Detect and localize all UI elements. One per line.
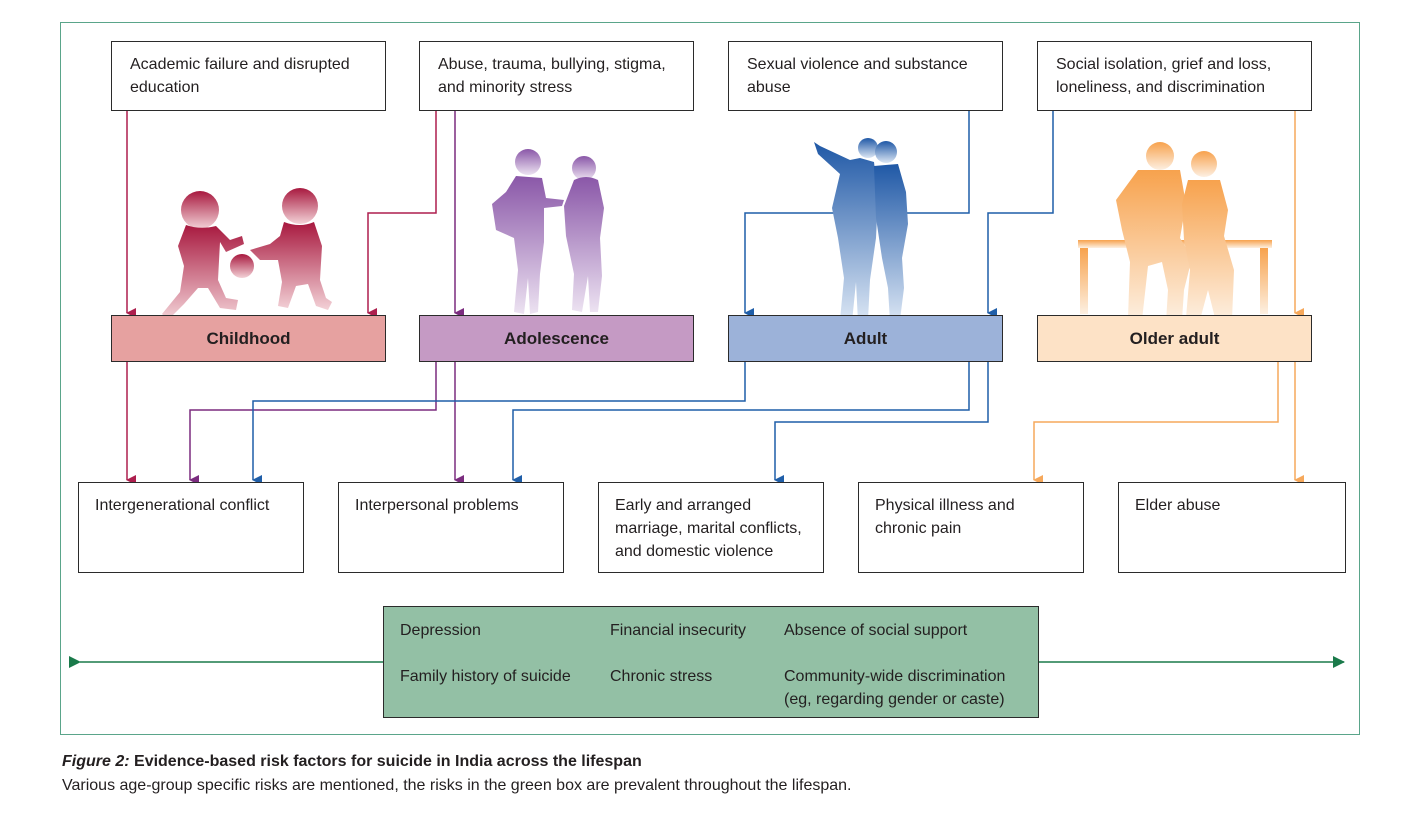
risk-text-childhood: Academic failure and disrupted education	[130, 56, 350, 96]
stage-adolescence: Adolescence	[419, 315, 694, 362]
caption-title: Evidence-based risk factors for suicide …	[134, 753, 642, 770]
lifespan-risk-family-history: Family history of suicide	[400, 668, 571, 685]
caption-text: Various age-group specific risks are men…	[62, 777, 852, 794]
lifespan-risk-discrimination-detail: (eg, regarding gender or caste)	[784, 691, 1005, 708]
children-playing-illustration	[162, 188, 332, 320]
figure-frame	[60, 22, 1360, 735]
lifespan-risk-discrimination: Community-wide discrimination	[784, 668, 1006, 685]
risk-box-childhood: Academic failure and disrupted education	[111, 41, 386, 111]
outcome-intergenerational-conflict: Intergenerational conflict	[78, 482, 304, 573]
risk-box-adolescence: Abuse, trauma, bullying, stigma, and min…	[419, 41, 694, 111]
lifespan-risk-financial-insecurity: Financial insecurity	[610, 622, 747, 639]
stage-childhood: Childhood	[111, 315, 386, 362]
lifespan-risk-depression: Depression	[400, 622, 481, 639]
older-adults-on-bench-illustration	[1078, 142, 1272, 322]
figure-caption: Figure 2: Evidence-based risk factors fo…	[62, 750, 1342, 798]
lifespan-risk-chronic-stress: Chronic stress	[610, 668, 713, 685]
outcome-interpersonal-problems: Interpersonal problems	[338, 482, 564, 573]
stage-older-adult: Older adult	[1037, 315, 1312, 362]
outcome-marriage-domestic-violence: Early and arranged marriage, marital con…	[598, 482, 824, 573]
risk-text-adult: Sexual violence and substance abuse	[747, 56, 968, 96]
outcome-text-interpersonal: Interpersonal problems	[355, 497, 519, 514]
risk-text-older-adult: Social isolation, grief and loss, loneli…	[1056, 56, 1272, 96]
outcome-elder-abuse: Elder abuse	[1118, 482, 1346, 573]
risk-text-adolescence: Abuse, trauma, bullying, stigma, and min…	[438, 56, 666, 96]
adolescents-illustration	[492, 149, 604, 314]
outcome-physical-illness: Physical illness and chronic pain	[858, 482, 1084, 573]
lifespan-risk-social-support: Absence of social support	[784, 622, 968, 639]
caption-title-line: Figure 2: Evidence-based risk factors fo…	[62, 750, 1342, 774]
outcome-text-illness: Physical illness and chronic pain	[875, 497, 1015, 537]
outcome-text-intergenerational: Intergenerational conflict	[95, 497, 270, 514]
caption-label: Figure 2:	[62, 753, 130, 770]
outcome-text-elder-abuse: Elder abuse	[1135, 497, 1221, 514]
risk-box-older-adult: Social isolation, grief and loss, loneli…	[1037, 41, 1312, 111]
adults-illustration	[814, 138, 908, 322]
risk-box-adult: Sexual violence and substance abuse	[728, 41, 1003, 111]
lifespan-risks-box: Depression Financial insecurity Absence …	[383, 606, 1039, 718]
stage-adult: Adult	[728, 315, 1003, 362]
outcome-text-marriage: Early and arranged marriage, marital con…	[615, 497, 802, 560]
